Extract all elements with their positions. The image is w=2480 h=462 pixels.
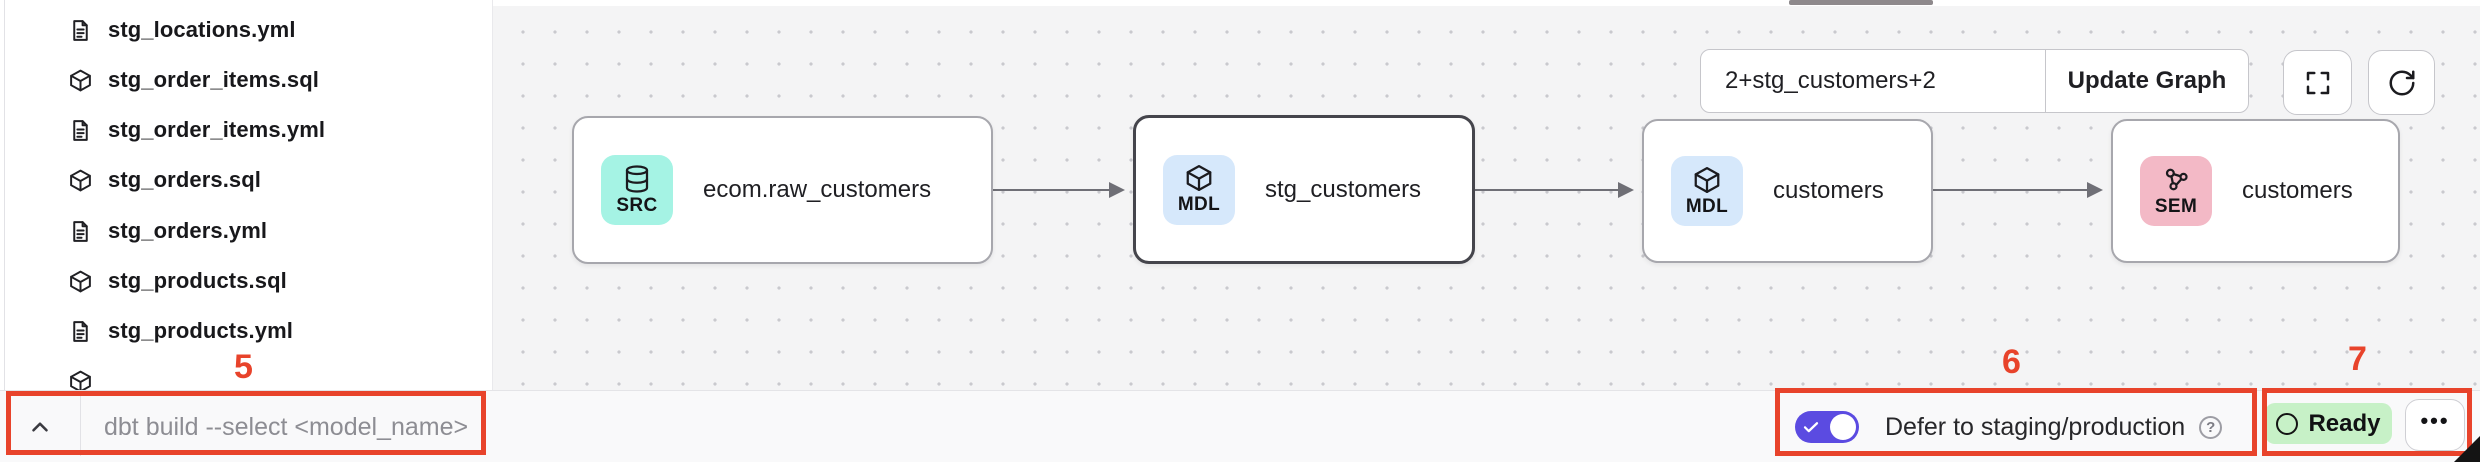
- semantic-network-icon: [2165, 168, 2188, 190]
- fullscreen-button[interactable]: [2283, 50, 2352, 115]
- file-item-stg-orders-sql[interactable]: stg_orders.sql: [0, 155, 492, 205]
- refresh-icon: [2389, 70, 2414, 95]
- status-badge[interactable]: Ready: [2265, 403, 2392, 444]
- sql-model-icon: [68, 68, 93, 93]
- file-explorer: stg_locations.yml stg_order_items.sql st…: [0, 0, 493, 390]
- graph-selector-group: 2+stg_customers+2 Update Graph: [1700, 49, 2249, 113]
- file-item-stg-orders-yml[interactable]: stg_orders.yml: [0, 206, 492, 256]
- defer-toggle[interactable]: [1795, 411, 1859, 443]
- file-name: stg_locations.yml: [108, 17, 296, 42]
- check-icon: [1802, 418, 1820, 436]
- status-label: Ready: [2308, 409, 2381, 437]
- badge-type-label: SEM: [2154, 195, 2198, 217]
- file-item-stg-locations-yml[interactable]: stg_locations.yml: [0, 5, 492, 55]
- sql-model-icon: [68, 369, 93, 390]
- node-source-ecom-raw-customers[interactable]: SRC ecom.raw_customers: [572, 116, 993, 264]
- source-badge: SRC: [601, 155, 673, 225]
- node-title: customers: [2242, 177, 2353, 204]
- model-badge: MDL: [1671, 156, 1743, 226]
- update-graph-button[interactable]: Update Graph: [2067, 67, 2227, 94]
- file-name: stg_products.sql: [108, 268, 287, 293]
- model-badge: MDL: [1163, 154, 1235, 225]
- more-menu-button[interactable]: •••: [2405, 399, 2465, 451]
- yml-file-icon: [68, 118, 93, 143]
- yml-file-icon: [68, 319, 93, 344]
- command-bar: dbt build --select <model_name> Defer to…: [0, 390, 2480, 462]
- file-name: stg_orders.sql: [108, 167, 262, 192]
- file-name: stg_order_items.yml: [108, 117, 326, 142]
- ellipsis-icon: •••: [2420, 408, 2450, 433]
- chevron-up-icon: [32, 422, 48, 432]
- help-icon[interactable]: ?: [2199, 415, 2223, 439]
- lineage-canvas[interactable]: SRC ecom.raw_customers MDL stg_customers…: [493, 6, 2480, 390]
- database-icon: [625, 164, 649, 193]
- file-item-stg-order-items-yml[interactable]: stg_order_items.yml: [0, 105, 492, 155]
- refresh-button[interactable]: [2368, 50, 2435, 115]
- file-item-stg-products-sql[interactable]: stg_products.sql: [0, 256, 492, 306]
- yml-file-icon: [68, 18, 93, 43]
- node-title: stg_customers: [1265, 175, 1422, 203]
- defer-controls: Defer to staging/production ?: [1795, 391, 2223, 462]
- file-item-partial[interactable]: [0, 356, 492, 390]
- toggle-knob: [1830, 414, 1856, 440]
- badge-type-label: SRC: [616, 194, 658, 216]
- collapse-command-bar-button[interactable]: [18, 407, 62, 447]
- lineage-edges: [993, 182, 2103, 198]
- file-name: stg_orders.yml: [108, 218, 268, 243]
- horizontal-scrollbar[interactable]: [1789, 0, 1933, 5]
- semantic-badge: SEM: [2140, 156, 2212, 226]
- sql-model-icon: [68, 168, 93, 193]
- sql-model-icon: [68, 269, 93, 294]
- divider: [80, 396, 81, 456]
- cube-icon: [1186, 165, 1212, 191]
- file-item-stg-order-items-sql[interactable]: stg_order_items.sql: [0, 55, 492, 105]
- cube-icon: [1694, 166, 1720, 193]
- file-item-stg-products-yml[interactable]: stg_products.yml: [0, 306, 492, 356]
- node-title: ecom.raw_customers: [703, 176, 932, 203]
- command-input[interactable]: dbt build --select <model_name>: [104, 412, 469, 441]
- badge-type-label: MDL: [1685, 195, 1729, 217]
- node-model-customers[interactable]: MDL customers: [1642, 119, 1933, 263]
- file-name: stg_products.yml: [108, 318, 293, 343]
- node-title: customers: [1773, 177, 1884, 204]
- badge-type-label: MDL: [1177, 194, 1221, 215]
- status-circle-icon: [2276, 412, 2299, 435]
- fullscreen-icon: [2306, 71, 2329, 94]
- yml-file-icon: [68, 219, 93, 244]
- node-model-stg-customers[interactable]: MDL stg_customers: [1133, 115, 1475, 264]
- defer-label: Defer to staging/production: [1885, 412, 2186, 441]
- file-name: stg_order_items.sql: [108, 67, 319, 92]
- selector-input[interactable]: 2+stg_customers+2: [1701, 50, 2046, 112]
- node-semantic-customers[interactable]: SEM customers: [2111, 119, 2400, 263]
